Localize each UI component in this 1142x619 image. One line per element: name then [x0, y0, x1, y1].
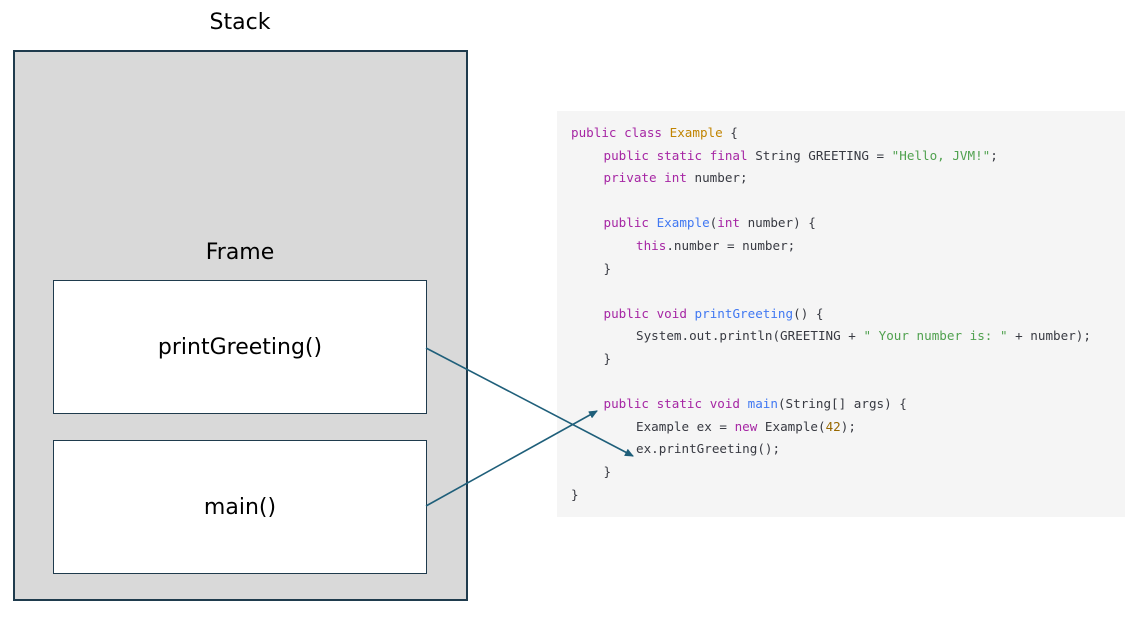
- code-line: public static void main(String[] args) {: [604, 396, 907, 412]
- code-line: }: [604, 464, 612, 480]
- code-token: (String[] args) {: [777, 396, 907, 412]
- code-token: [662, 125, 670, 140]
- code-line: Example ex = new Example(42);: [636, 419, 856, 435]
- code-token: Example(: [757, 418, 826, 434]
- code-token: [617, 125, 625, 140]
- frame-printgreeting: printGreeting(): [53, 280, 427, 414]
- code-token: (: [709, 215, 718, 231]
- code-line: System.out.println(GREETING + " Your num…: [636, 328, 1091, 344]
- code-token: new: [734, 418, 758, 434]
- code-token: [649, 215, 657, 230]
- frame-title: Frame: [205, 240, 275, 265]
- code-token: [702, 396, 710, 411]
- code-token: public: [603, 147, 650, 163]
- code-token: void: [709, 396, 741, 412]
- code-token: ex.printGreeting();: [636, 441, 781, 457]
- code-token: static: [656, 396, 703, 412]
- code-token: public: [603, 396, 650, 412]
- code-token: [649, 396, 657, 411]
- code-token: "Hello, JVM!": [891, 147, 991, 163]
- code-token: public: [571, 125, 617, 140]
- code-token: Example ex =: [636, 418, 735, 434]
- code-token: private: [603, 170, 657, 186]
- code-token: + number);: [1007, 328, 1091, 344]
- code-token: " Your number is: ": [863, 328, 1008, 344]
- code-token: .number = number;: [666, 238, 796, 253]
- code-token: [649, 148, 657, 163]
- code-token: }: [603, 260, 612, 276]
- code-line: public static final String GREETING = "H…: [604, 148, 998, 164]
- code-token: public: [603, 215, 650, 231]
- code-token: int: [664, 170, 687, 186]
- code-token: final: [709, 147, 748, 163]
- code-token: );: [840, 418, 856, 434]
- code-token: Example: [669, 125, 723, 140]
- code-token: static: [656, 147, 703, 163]
- code-token: printGreeting: [694, 305, 794, 321]
- code-token: [702, 148, 710, 163]
- stack-title: Stack: [209, 10, 271, 35]
- code-panel: public class Example {public static fina…: [557, 111, 1125, 517]
- code-token: ;: [990, 147, 998, 163]
- code-token: () {: [793, 305, 824, 321]
- code-token: 42: [825, 418, 841, 434]
- code-token: }: [603, 351, 612, 366]
- frame-main-label: main(): [203, 494, 277, 520]
- code-line: this.number = number;: [636, 238, 795, 254]
- code-token: class: [624, 125, 663, 140]
- code-token: [649, 306, 657, 321]
- code-token: main: [747, 396, 778, 412]
- frame-printgreeting-label: printGreeting(): [157, 334, 323, 360]
- code-token: Example: [656, 215, 710, 231]
- code-line: }: [604, 261, 612, 277]
- code-line: public void printGreeting() {: [604, 306, 824, 322]
- code-token: void: [656, 305, 687, 321]
- code-token: [687, 306, 695, 321]
- code-line: }: [571, 487, 579, 503]
- code-line: ex.printGreeting();: [636, 441, 780, 457]
- code-token: System.out.println(GREETING +: [636, 328, 864, 344]
- code-token: this: [636, 238, 667, 253]
- code-line: public class Example {: [571, 125, 738, 141]
- code-line: }: [604, 351, 612, 367]
- code-line: public Example(int number) {: [604, 215, 816, 231]
- frame-main: main(): [53, 440, 427, 574]
- code-token: [740, 396, 748, 411]
- code-token: {: [722, 125, 738, 140]
- code-token: int: [717, 215, 741, 231]
- code-token: }: [571, 486, 579, 502]
- code-line: private int number;: [604, 170, 748, 186]
- code-token: number;: [686, 170, 748, 186]
- code-token: number) {: [740, 215, 816, 231]
- code-token: public: [603, 305, 650, 321]
- code-token: }: [603, 464, 612, 479]
- code-token: String GREETING =: [747, 147, 892, 163]
